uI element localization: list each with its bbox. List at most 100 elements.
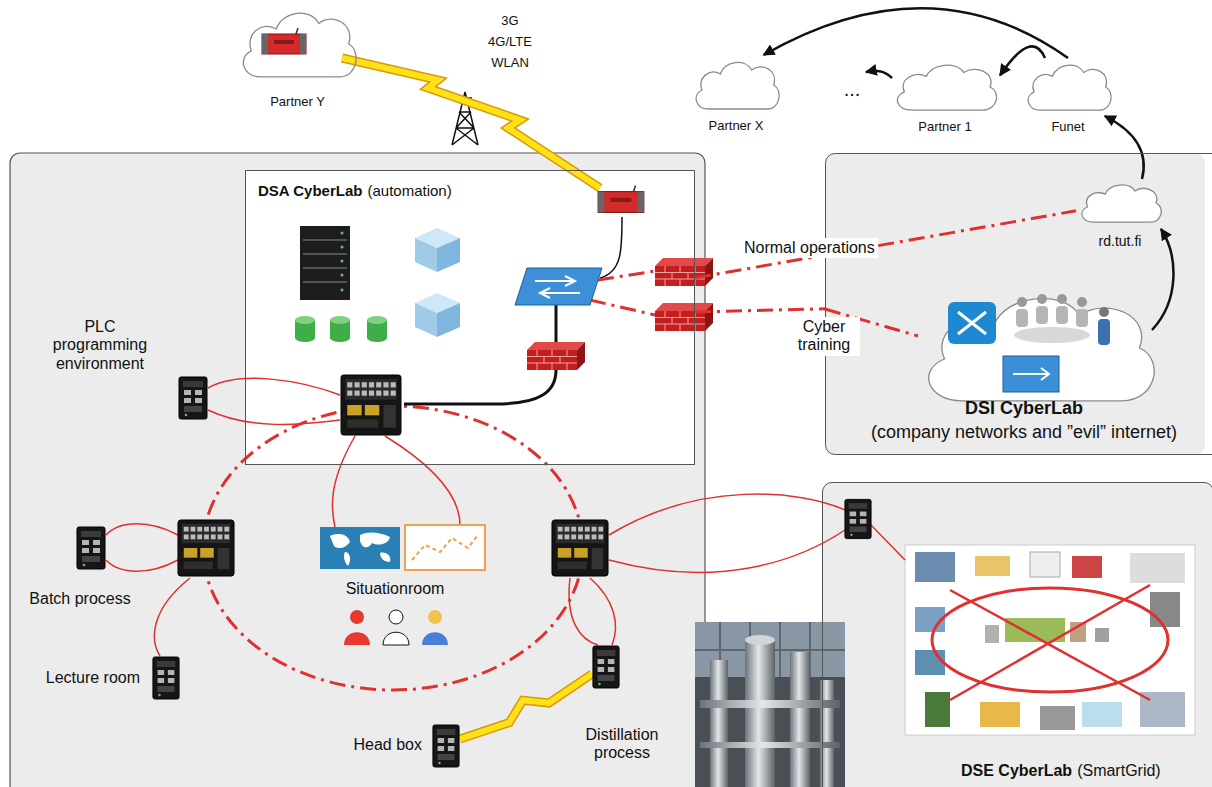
- device-label: Batch process: [29, 590, 130, 608]
- storage-cube: [437, 303, 460, 337]
- panel-heading: DSE CyberLab(SmartGrid): [961, 761, 1161, 782]
- network-wire: [569, 578, 598, 645]
- dse-panel-fill: [822, 482, 1212, 787]
- ring-network: [203, 406, 583, 690]
- smartgrid-picture: [1040, 706, 1075, 730]
- wireless-link: [460, 674, 592, 739]
- wireless-bolt: [342, 58, 600, 188]
- cloud-shape: [890, 58, 1000, 116]
- dsi-cloud: [1036, 306, 1048, 324]
- wireless-bolt: [342, 58, 600, 188]
- dsa-router: [598, 185, 644, 212]
- distillation-photo: [790, 652, 810, 787]
- partner-cloud: Partner 1: [890, 58, 1000, 116]
- database-cylinder: [367, 334, 387, 342]
- server-rack: [341, 232, 344, 235]
- dsi-cloud: [1098, 319, 1110, 345]
- smartgrid-picture: [1072, 556, 1102, 578]
- smartgrid-picture: [1150, 592, 1180, 627]
- switch-icon: [592, 645, 620, 689]
- industrial-switch: [178, 520, 234, 576]
- server-rack: [300, 226, 350, 300]
- dsi-uplink-arrow: [1152, 229, 1173, 330]
- dsi-cloud: [929, 298, 1155, 400]
- distillation-photo: [700, 742, 840, 748]
- network-wire: [106, 524, 178, 535]
- network-link: [695, 309, 825, 312]
- operator-figures: [350, 610, 364, 624]
- dsi-cloud: [1003, 356, 1059, 392]
- smartgrid-picture: [905, 545, 1195, 735]
- panel-heading: DSA CyberLab(automation): [258, 181, 452, 201]
- distillation-photo: [710, 660, 728, 787]
- server-rack: [341, 260, 344, 263]
- situation-icons: [320, 525, 485, 570]
- flow-arrow: [1000, 46, 1045, 75]
- core-switch: [535, 276, 580, 298]
- network-wire: [332, 436, 355, 527]
- dsi-cloud: [1037, 294, 1047, 304]
- cloud-shape: [1076, 179, 1164, 227]
- switch-icon: [593, 646, 619, 688]
- network-cloud: Funet: [1022, 58, 1114, 116]
- device-switch: PLC programming environment: [178, 376, 208, 420]
- switch-icon: [77, 527, 105, 569]
- lab-name: DSI CyberLab: [826, 397, 1212, 420]
- smartgrid-picture: [915, 552, 955, 582]
- core-switch: [515, 268, 602, 305]
- database-cylinder: [367, 316, 387, 324]
- database-cylinder: [330, 316, 350, 324]
- link-label: 3G 4G/LTE WLAN: [482, 10, 538, 73]
- firewall: [527, 342, 585, 370]
- dsi-cloud: [1014, 327, 1090, 343]
- lab-subtitle: (company networks and ”evil” internet): [826, 421, 1212, 444]
- smartgrid-picture: [985, 625, 999, 643]
- firewall: [655, 303, 713, 331]
- flow-arrow: [1105, 116, 1144, 179]
- switch-icon: [179, 377, 207, 419]
- network-wire: [590, 578, 616, 645]
- firewall: [655, 258, 713, 286]
- partner-y-router: [262, 28, 306, 54]
- smartgrid-picture: [925, 692, 950, 727]
- backbone-wire: [555, 305, 558, 342]
- dsa-box-fill: [245, 170, 695, 465]
- dsi-cloud: [958, 312, 986, 334]
- network-cloud: rd.tut.fi: [1076, 179, 1164, 227]
- switch-icon: [178, 376, 208, 420]
- server-rack: [341, 274, 344, 277]
- partner-arrow: [866, 71, 892, 78]
- network-wire: [385, 436, 460, 525]
- database-cylinder: [295, 334, 315, 342]
- server-rack: [300, 226, 350, 300]
- dsi-cloud: [1077, 297, 1087, 307]
- device-label: Lecture room: [46, 669, 140, 687]
- cloud-outline: [897, 65, 996, 110]
- device-label: Distillation process: [574, 726, 670, 763]
- server-rack: [341, 246, 344, 249]
- panel-heading: DSI CyberLab(company networks and ”evil”…: [826, 397, 1212, 444]
- network-wire: [106, 560, 178, 571]
- smartgrid-picture: [1030, 552, 1060, 577]
- cloud-outline: [1082, 185, 1161, 222]
- dsi-cloud: [1017, 297, 1027, 307]
- switch-icon: [432, 724, 460, 768]
- lab-name: DSA CyberLab: [258, 182, 362, 199]
- device-switch: Lecture room: [152, 656, 180, 700]
- storage-cube: [437, 238, 460, 272]
- network-wire: [106, 378, 905, 656]
- smartgrid-picture: [1082, 702, 1122, 727]
- cloud-label: Funet: [1051, 120, 1084, 135]
- cloud-shape: [690, 55, 782, 115]
- cloud-label: rd.tut.fi: [1099, 233, 1142, 249]
- backbone-wire: [404, 217, 622, 404]
- switch-icon: [433, 725, 459, 767]
- dsi-uplink-arrow: [1152, 229, 1173, 330]
- wireless-link: [460, 674, 592, 739]
- smartgrid-picture: [905, 545, 1195, 735]
- cloud-label: Partner Y: [270, 95, 325, 110]
- cloud-shape: [1022, 58, 1114, 116]
- device-switch: Batch process: [76, 526, 106, 570]
- situation-icons: [330, 533, 390, 566]
